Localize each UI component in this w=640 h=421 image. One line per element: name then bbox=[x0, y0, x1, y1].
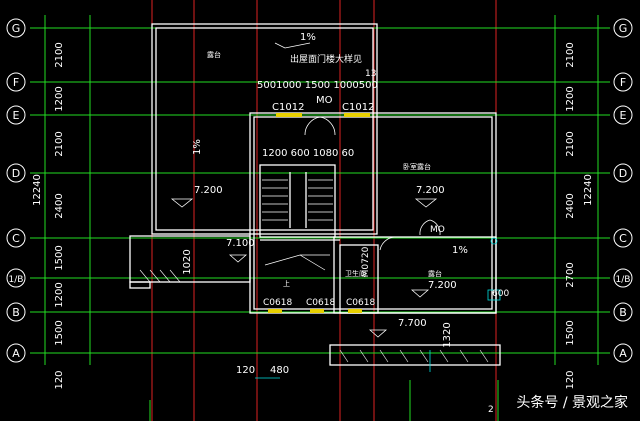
axis-label: B bbox=[12, 306, 20, 319]
elevation-markers bbox=[170, 42, 438, 338]
axis-label: C bbox=[12, 232, 20, 245]
axis-labels-right: G F E D C 1/B B A bbox=[616, 22, 631, 360]
note-label: 2 bbox=[488, 405, 494, 415]
room-label: 卫生间 bbox=[345, 269, 366, 278]
window-label: C0618 bbox=[263, 298, 292, 308]
dim-text: 1200 600 1080 60 bbox=[262, 148, 354, 159]
axis-label: B bbox=[619, 306, 627, 319]
left-dimensions: 2100 1200 2100 2400 1500 1200 1500 12240… bbox=[32, 42, 65, 389]
window-label: C0618 bbox=[346, 298, 375, 308]
dim-text: 2400 bbox=[565, 193, 576, 218]
stair-treads bbox=[262, 179, 333, 271]
cyan-markers bbox=[255, 237, 501, 379]
elevation-label: 7.200 bbox=[416, 185, 445, 196]
parapet-hatch bbox=[139, 269, 489, 363]
dim-text: 120 bbox=[236, 365, 255, 376]
dim-text: 1500 bbox=[54, 320, 65, 345]
dim-text: M0720 bbox=[361, 246, 371, 277]
interior-dimensions: 5001000 1500 1000500 1200 600 1080 60 12… bbox=[182, 80, 509, 376]
dim-text: 2100 bbox=[54, 42, 65, 67]
dim-text: 2700 bbox=[565, 262, 576, 287]
room-label: 露台 bbox=[428, 269, 442, 278]
window-label: C0618 bbox=[306, 298, 335, 308]
dim-text: 1200 bbox=[54, 86, 65, 111]
axis-label: A bbox=[619, 347, 627, 360]
windows bbox=[268, 113, 370, 313]
plan-labels: 1% 出屋面门楼大样见 13 MO C1012 C1012 1% 7.200 7… bbox=[192, 32, 494, 415]
dim-total: 12240 bbox=[32, 174, 43, 206]
dim-text: 1500 bbox=[54, 245, 65, 270]
stair-title: 出屋面门楼大样见 bbox=[290, 53, 362, 65]
dim-text: 600 bbox=[492, 289, 509, 299]
building-walls bbox=[129, 23, 501, 366]
dim-text: 1020 bbox=[182, 249, 193, 274]
room-label: 露台 bbox=[207, 50, 221, 59]
door-label: MO bbox=[430, 225, 445, 235]
axis-label: D bbox=[12, 167, 20, 180]
door-label: MO bbox=[316, 95, 333, 106]
slope-label: 1% bbox=[452, 245, 468, 256]
elevation-label: 7.200 bbox=[428, 280, 457, 291]
axis-label: A bbox=[12, 347, 20, 360]
dim-text: 1200 bbox=[565, 86, 576, 111]
axis-label: 1/B bbox=[9, 275, 24, 285]
axis-bubbles-left bbox=[6, 18, 26, 363]
dim-text: 5001000 1500 1000500 bbox=[257, 80, 378, 91]
axis-label: G bbox=[12, 22, 21, 35]
dim-text: 1320 bbox=[442, 322, 453, 347]
axis-label: D bbox=[619, 167, 627, 180]
watermark-text: 头条号 / 景观之家 bbox=[512, 391, 632, 413]
dim-text: 2100 bbox=[54, 131, 65, 156]
dim-text: 2400 bbox=[54, 193, 65, 218]
right-dimensions: 2100 1200 2100 2400 2700 1500 12240 120 bbox=[565, 42, 594, 389]
elevation-label: 7.700 bbox=[398, 318, 427, 329]
axis-label: C bbox=[619, 232, 627, 245]
dim-text: 1200 bbox=[54, 282, 65, 307]
axis-label: G bbox=[619, 22, 628, 35]
slope-label: 1% bbox=[192, 139, 203, 155]
axis-label: E bbox=[620, 109, 627, 122]
stair-label: 上 bbox=[283, 279, 290, 288]
elevation-label: 7.100 bbox=[226, 238, 255, 249]
slope-label: 1% bbox=[300, 32, 316, 43]
axis-bubbles-right bbox=[613, 18, 633, 363]
axis-labels-left: G F E D C 1/B B A bbox=[9, 22, 24, 360]
window-label: C1012 bbox=[272, 102, 304, 113]
dimension-lines bbox=[44, 15, 599, 421]
axis-label: F bbox=[13, 76, 19, 89]
dim-total: 12240 bbox=[583, 174, 594, 206]
dim-text: 2100 bbox=[565, 131, 576, 156]
dim-text: 1500 bbox=[565, 320, 576, 345]
door-swings bbox=[304, 116, 441, 251]
dim-text: 480 bbox=[270, 365, 289, 376]
axis-label: F bbox=[620, 76, 626, 89]
axis-label: E bbox=[13, 109, 20, 122]
room-label: 卧室露台 bbox=[403, 162, 431, 171]
dim-text: 2100 bbox=[565, 42, 576, 67]
elevation-label: 7.200 bbox=[194, 185, 223, 196]
dim-text: 120 bbox=[54, 370, 65, 389]
note-label: 13 bbox=[365, 69, 376, 79]
dim-text: 120 bbox=[565, 370, 576, 389]
axis-label: 1/B bbox=[616, 275, 631, 285]
window-label: C1012 bbox=[342, 102, 374, 113]
